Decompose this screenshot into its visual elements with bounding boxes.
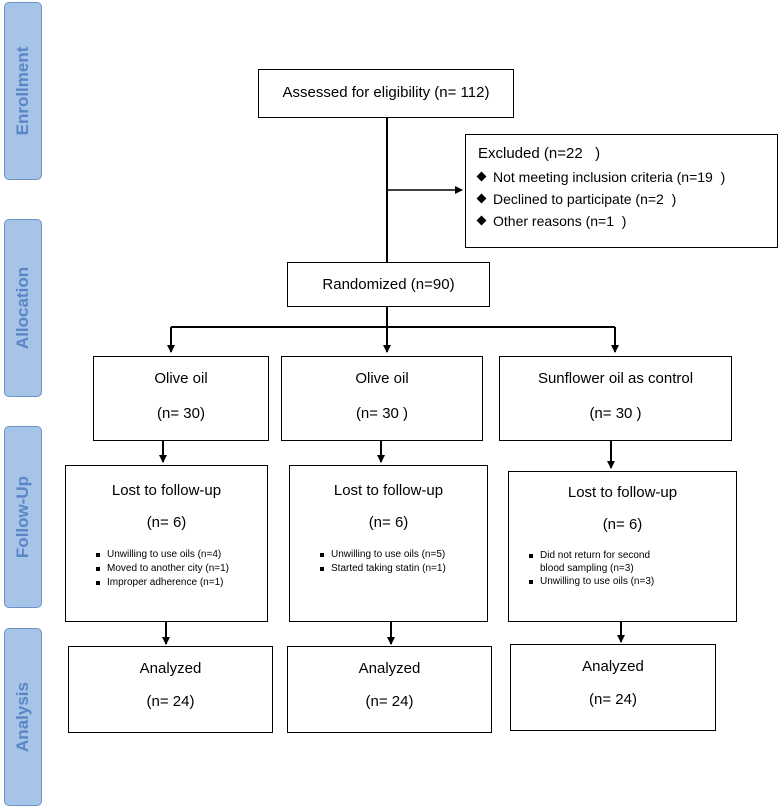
diamond-bullet-icon [476, 171, 487, 182]
diamond-bullet-icon [476, 215, 487, 226]
arm-n: (n= 30) [157, 405, 205, 422]
diamond-bullet-icon [476, 193, 487, 204]
lost-title: Lost to follow-up [333, 482, 444, 499]
arm-name: Olive oil [355, 370, 409, 387]
arm-n: (n= 30 ) [589, 405, 642, 422]
lost-n: (n= 6) [146, 514, 187, 531]
analyzed-n: (n= 24) [589, 691, 637, 708]
square-bullet-icon [320, 567, 324, 571]
lost-reason: Unwilling to use oils (n=3) [529, 576, 654, 588]
square-bullet-icon [529, 580, 533, 584]
stage-label-followup: Follow-Up [4, 426, 42, 608]
lost-n: (n= 6) [368, 514, 409, 531]
randomized-text: Randomized (n=90) [322, 276, 455, 293]
assessed-text: Assessed for eligibility (n= 112) [282, 84, 490, 101]
assessed-box: Assessed for eligibility (n= 112) [258, 69, 514, 118]
analyzed-n: (n= 24) [365, 693, 414, 710]
lost-reason: Improper adherence (n=1) [96, 577, 223, 589]
stage-label-allocation: Allocation [4, 219, 42, 397]
arm-box-2: Olive oil (n= 30 ) [281, 356, 483, 441]
analyzed-box-1: Analyzed (n= 24) [68, 646, 273, 733]
excluded-title: Excluded (n=22 ) [478, 145, 601, 162]
lost-title: Lost to follow-up [111, 482, 222, 499]
arm-name: Sunflower oil as control [537, 370, 694, 387]
randomized-box: Randomized (n=90) [287, 262, 490, 307]
excluded-item: Other reasons (n=1 ) [476, 213, 626, 229]
stage-label-analysis: Analysis [4, 628, 42, 806]
lost-title: Lost to follow-up [567, 484, 678, 501]
lost-box-1: Lost to follow-up (n= 6) Unwilling to us… [65, 465, 268, 622]
analyzed-box-2: Analyzed (n= 24) [287, 646, 492, 733]
square-bullet-icon [96, 581, 100, 585]
excluded-item: Not meeting inclusion criteria (n=19 ) [476, 169, 725, 185]
analyzed-label: Analyzed [582, 658, 644, 675]
lost-reason-continued: blood sampling (n=3) [540, 563, 634, 574]
analyzed-label: Analyzed [358, 660, 421, 677]
stage-label-enrollment: Enrollment [4, 2, 42, 180]
arm-name: Olive oil [154, 370, 208, 387]
analyzed-box-3: Analyzed (n= 24) [510, 644, 716, 731]
lost-reason: Moved to another city (n=1) [96, 563, 229, 575]
arm-n: (n= 30 ) [355, 405, 409, 422]
excluded-box: Excluded (n=22 ) Not meeting inclusion c… [465, 134, 778, 248]
lost-box-2: Lost to follow-up (n= 6) Unwilling to us… [289, 465, 488, 622]
analyzed-n: (n= 24) [146, 693, 195, 710]
square-bullet-icon [529, 554, 533, 558]
excluded-item: Declined to participate (n=2 ) [476, 191, 676, 207]
square-bullet-icon [320, 553, 324, 557]
lost-reason: Unwilling to use oils (n=5) [320, 549, 445, 561]
arm-box-3: Sunflower oil as control (n= 30 ) [499, 356, 732, 441]
lost-reason: Unwilling to use oils (n=4) [96, 549, 221, 561]
lost-reason: Did not return for second [529, 550, 650, 562]
square-bullet-icon [96, 553, 100, 557]
lost-box-3: Lost to follow-up (n= 6) Did not return … [508, 471, 737, 622]
lost-reason: Started taking statin (n=1) [320, 563, 446, 575]
analyzed-label: Analyzed [139, 660, 202, 677]
lost-n: (n= 6) [602, 516, 643, 533]
arm-box-1: Olive oil (n= 30) [93, 356, 269, 441]
square-bullet-icon [96, 567, 100, 571]
